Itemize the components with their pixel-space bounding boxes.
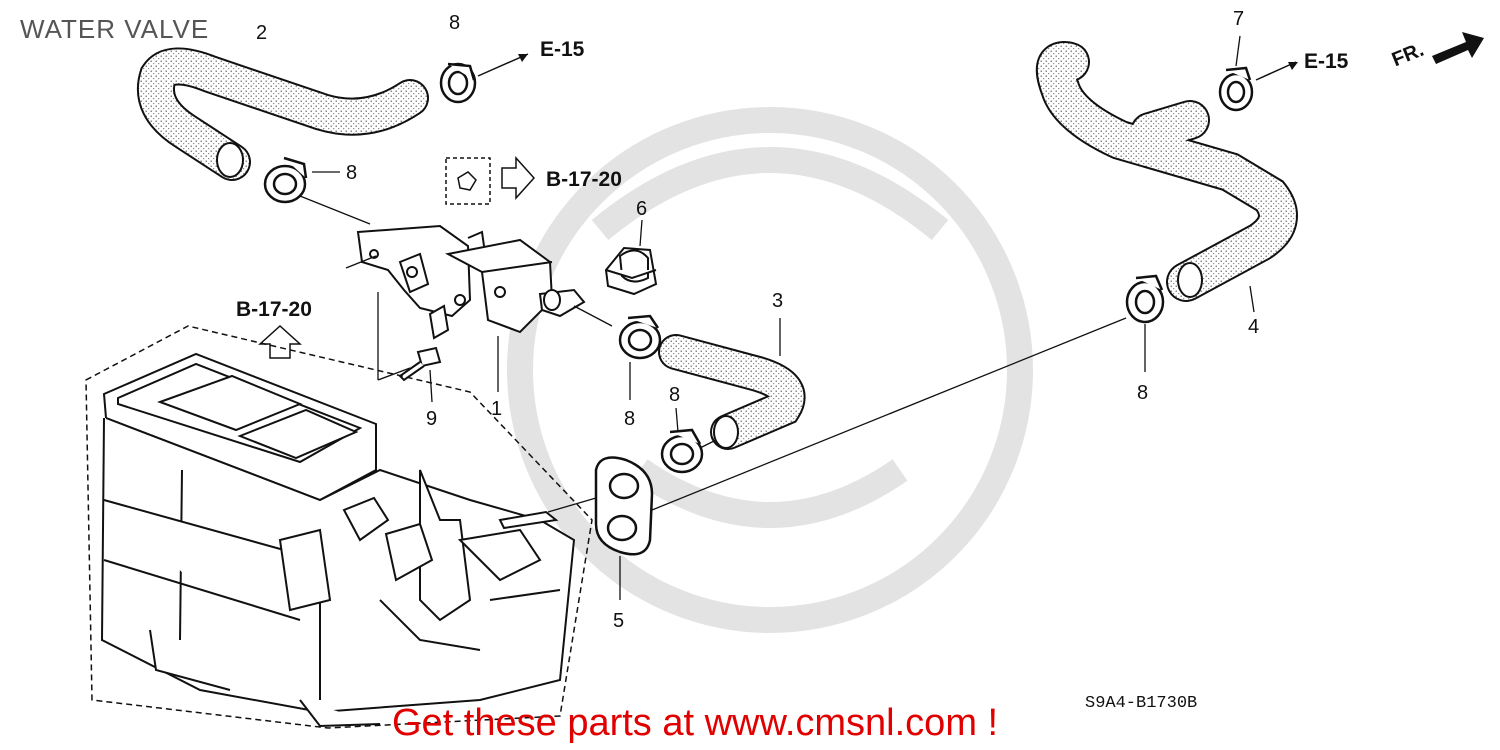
callout-1: 1	[491, 398, 503, 420]
callout-8-top: 8	[449, 12, 461, 34]
clamp-8-mid	[618, 314, 662, 360]
callout-5: 5	[613, 610, 625, 632]
callout-8-hose: 8	[346, 162, 358, 184]
hose-3	[658, 334, 806, 450]
ref-b1720-right[interactable]: B-17-20	[546, 168, 622, 191]
ref-e15-right[interactable]: E-15	[1304, 50, 1349, 73]
callout-2: 2	[256, 22, 268, 44]
arrow-up-b1720-icon	[258, 324, 302, 359]
fr-arrow-icon	[1432, 32, 1484, 64]
clip-6	[604, 246, 658, 296]
ref-b1720-left[interactable]: B-17-20	[236, 298, 312, 321]
callout-6: 6	[636, 198, 648, 220]
heater-unit	[85, 325, 593, 729]
promo-watermark[interactable]: Get these parts at www.cmsnl.com !	[392, 702, 999, 744]
leader-e15-left	[477, 53, 529, 77]
arrow-e15-left	[518, 54, 528, 62]
drawing-code: S9A4-B1730B	[1085, 694, 1198, 713]
grommet-5	[594, 456, 654, 556]
bolt-9	[398, 346, 442, 382]
clamp-8-hose	[263, 156, 308, 204]
callout-7: 7	[1233, 8, 1245, 30]
callout-4: 4	[1248, 316, 1260, 338]
callout-3: 3	[772, 290, 784, 312]
clamp-7	[1218, 66, 1254, 112]
ref-e15-left[interactable]: E-15	[540, 38, 585, 61]
clamp-8-top	[439, 62, 477, 104]
clamp-8-right	[1125, 274, 1165, 324]
ref-box-b1720	[445, 156, 536, 205]
hose-4	[1035, 41, 1298, 302]
callout-8-low: 8	[669, 384, 681, 406]
diagram-title: WATER VALVE	[20, 14, 210, 44]
callout-8-mid: 8	[624, 408, 636, 430]
logo-watermark	[507, 107, 1033, 633]
guide-line	[651, 317, 1127, 511]
callout-8-right: 8	[1137, 382, 1149, 404]
water-valve-1	[356, 224, 586, 340]
clamp-8-low	[660, 428, 704, 474]
callout-9: 9	[426, 408, 438, 430]
hose-2	[136, 47, 429, 181]
